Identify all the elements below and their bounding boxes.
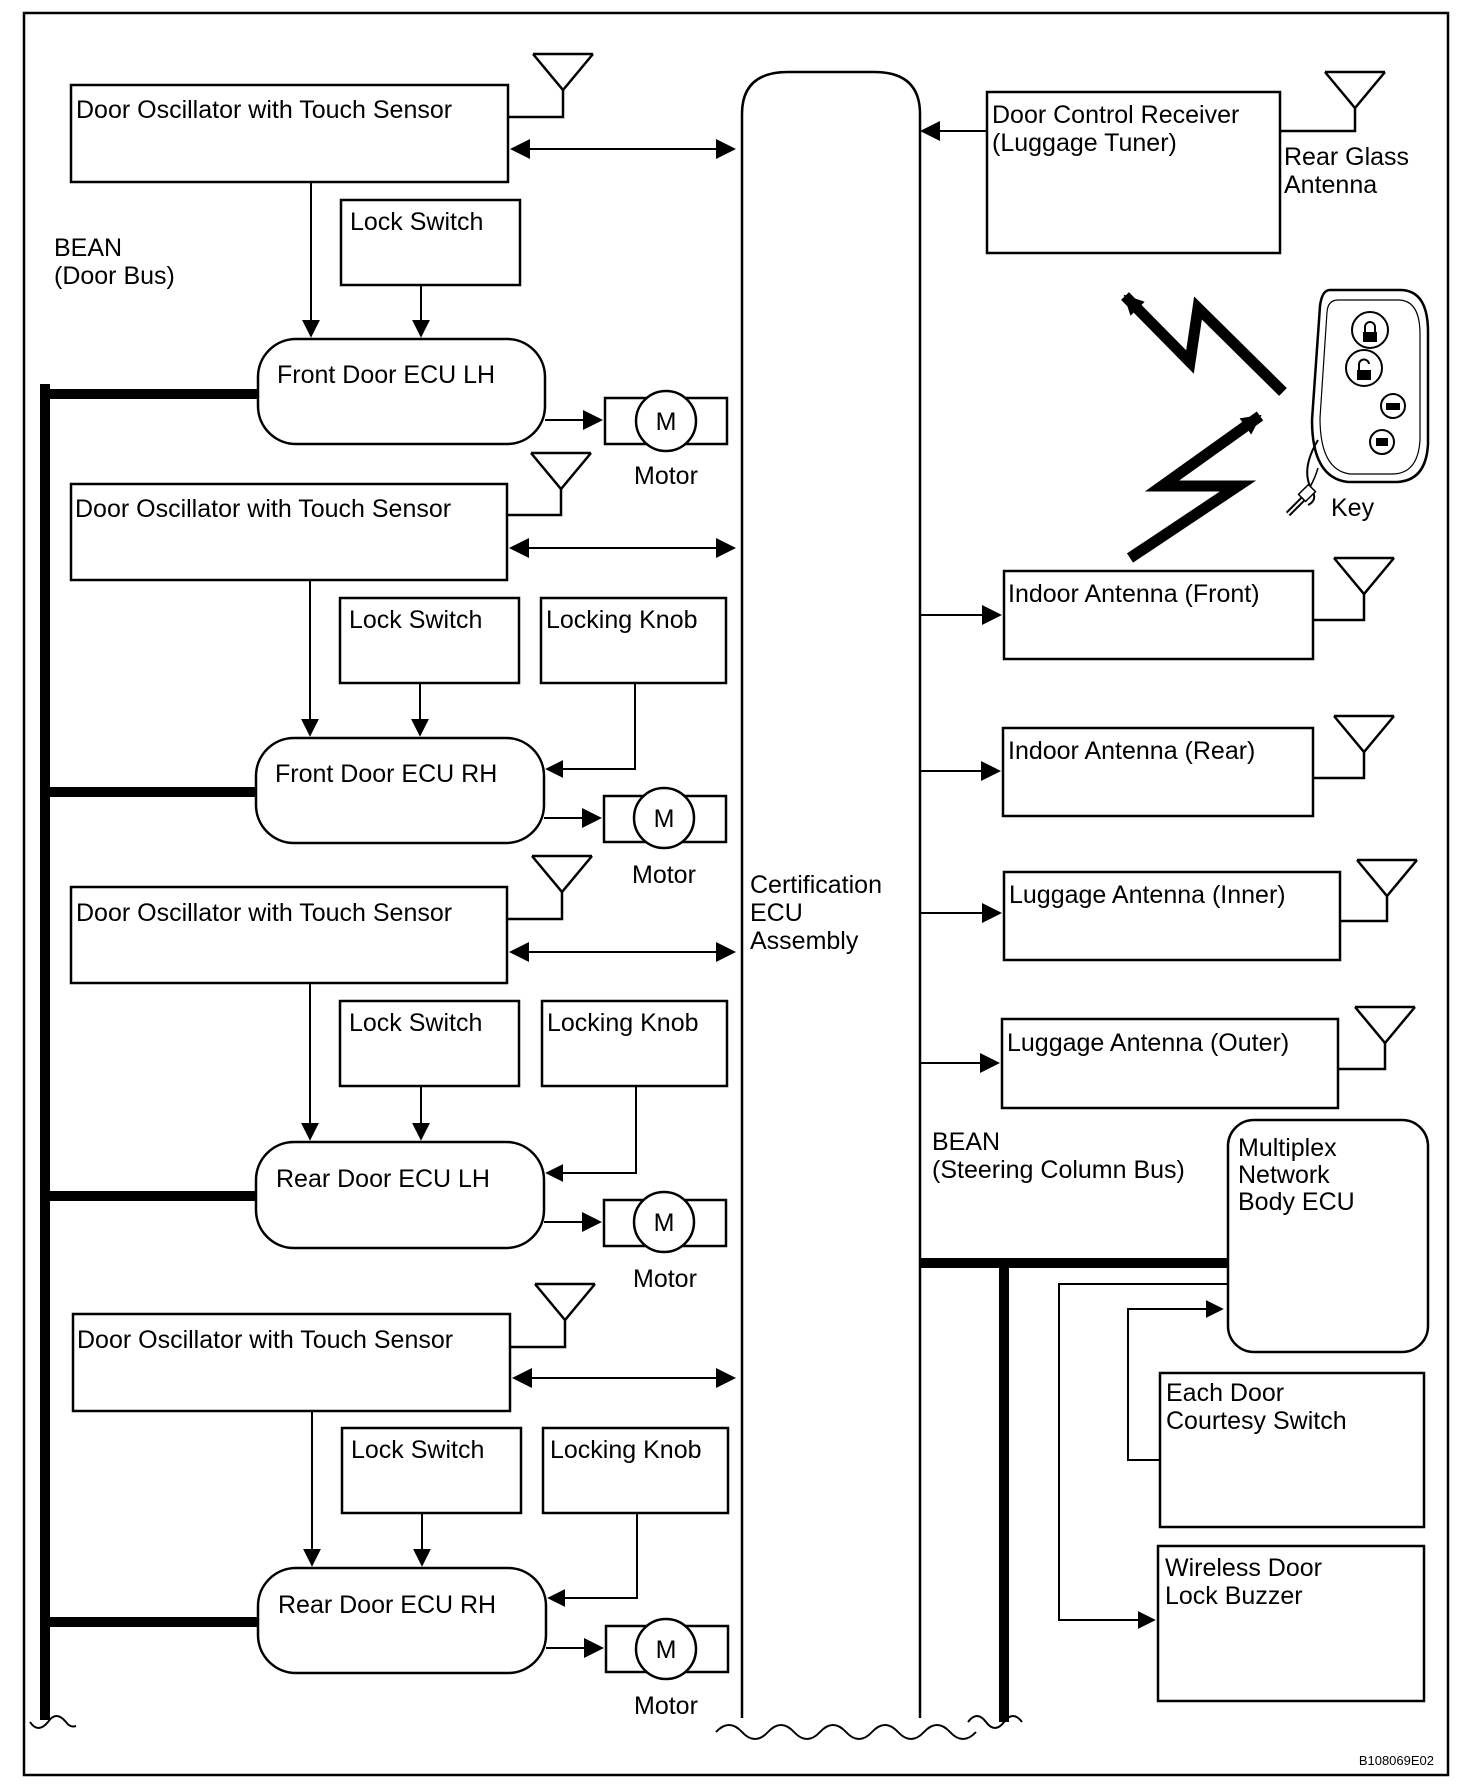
key-label: Key [1331,494,1375,522]
antenna-icon [1338,1005,1416,1071]
antenna-icon [1340,858,1418,923]
bean-steering-bus-label: BEAN (Steering Column Bus) [932,1128,1185,1184]
antenna-icon [507,451,592,517]
luggage-antenna-outer-box [1000,1017,1340,1110]
locking-knob-label: Locking Knob [546,606,698,634]
front-door-ecu-lh-box [256,337,547,446]
lock-switch-box [339,198,522,287]
antenna-icon [1313,556,1395,622]
wireless-door-lock-buzzer-label: Wireless Door Lock Buzzer [1165,1554,1329,1610]
rear-door-lh-group: Door Oscillator with Touch Sensor Lock S… [69,854,736,1293]
indoor-antenna-rear-box [1001,726,1315,818]
multiplex-network-body-ecu-label: Multiplex Network Body ECU [1238,1134,1355,1216]
front-door-ecu-lh-label: Front Door ECU LH [277,361,495,389]
door-oscillator-label: Door Oscillator with Touch Sensor [75,495,451,523]
ecu-to-buzzer-line [1058,1283,1228,1629]
motor-icon: M [603,389,729,453]
rf-signal-to-key [1126,411,1264,563]
each-door-courtesy-switch-label: Each Door Courtesy Switch [1166,1379,1347,1435]
motor-icon: M [602,786,728,850]
antenna-icon [507,854,593,921]
diagram-id: B108069E02 [1359,1753,1434,1768]
locking-knob-label: Locking Knob [547,1009,699,1037]
certification-ecu-body [740,70,922,1718]
locking-knob-box [539,596,728,685]
lock-switch-label: Lock Switch [350,208,483,236]
courtesy-switch-signal [1127,1300,1224,1461]
antenna-icon [508,52,594,119]
locking-knob-box [541,1426,730,1515]
lock-switch-box [338,999,521,1088]
door-control-receiver-label: Door Control Receiver (Luggage Tuner) [992,101,1246,157]
multiplex-network-body-ecu-box [1226,1118,1430,1354]
wireless-door-lock-buzzer-group: Wireless Door Lock Buzzer [1156,1544,1426,1703]
door-oscillator-box [69,885,509,985]
svg-text:M: M [656,408,677,436]
door-control-receiver-box [985,90,1282,255]
rear-door-rh-group: Door Oscillator with Touch Sensor Lock S… [71,1282,736,1720]
motor-caption: Motor [634,1692,698,1720]
rear-door-ecu-lh-box [254,1140,546,1250]
lock-switch-label: Lock Switch [349,1009,482,1037]
rear-glass-antenna-label: Rear Glass Antenna [1284,143,1416,199]
motor-caption: Motor [633,1265,697,1293]
certification-ecu-break [715,1724,977,1740]
door-oscillator-box [71,1312,512,1413]
luggage-antenna-inner-box [1002,870,1342,962]
each-door-courtesy-switch-box [1158,1371,1426,1529]
door-oscillator-label: Door Oscillator with Touch Sensor [77,1326,453,1354]
certification-ecu-label: Certification ECU Assembly [750,871,889,955]
bean-door-bus [29,384,258,1729]
key-fob-icon [1285,288,1430,517]
svg-text:M: M [654,805,675,833]
door-oscillator-label: Door Oscillator with Touch Sensor [76,899,452,927]
luggage-antenna-inner-label: Luggage Antenna (Inner) [1009,881,1286,909]
door-oscillator-box [69,83,510,184]
locking-knob-box [540,999,729,1088]
luggage-antenna-outer-label: Luggage Antenna (Outer) [1007,1029,1289,1057]
locking-knob-label: Locking Knob [550,1436,702,1464]
lock-switch-label: Lock Switch [351,1436,484,1464]
motor-caption: Motor [634,462,698,490]
multiplex-network-body-ecu-group: Multiplex Network Body ECU [1226,1118,1430,1354]
lock-switch-box [340,1426,523,1515]
front-door-ecu-rh-label: Front Door ECU RH [275,760,497,788]
outer-frame [22,11,1450,1777]
lock-switch-label: Lock Switch [349,606,482,634]
svg-text:M: M [654,1209,675,1237]
bean-door-bus-label: BEAN (Door Bus) [54,234,175,290]
indoor-antenna-rear-label: Indoor Antenna (Rear) [1008,737,1255,765]
indoor-antenna-front-group: Indoor Antenna (Front) [920,556,1395,661]
rear-door-ecu-rh-box [256,1566,548,1675]
luggage-antenna-inner-group: Luggage Antenna (Inner) [920,858,1418,962]
door-control-receiver-group: Door Control Receiver (Luggage Tuner) Re… [920,70,1416,255]
front-door-lh-group: Door Oscillator with Touch Sensor Lock S… [69,52,736,490]
signal-arrow [545,1086,637,1182]
wireless-door-lock-buzzer-box [1156,1544,1426,1703]
antenna-icon [510,1282,596,1349]
front-door-rh-group: Door Oscillator with Touch Sensor Lock S… [69,451,736,889]
rear-door-ecu-lh-label: Rear Door ECU LH [276,1165,490,1193]
signal-arrow [545,683,636,778]
front-door-ecu-rh-box [254,736,546,845]
each-door-courtesy-switch-group: Each Door Courtesy Switch [1158,1371,1426,1529]
rear-door-ecu-rh-label: Rear Door ECU RH [278,1591,496,1619]
antenna-icon [1280,70,1386,133]
bean-steering-bus [920,1258,1228,1729]
indoor-antenna-front-label: Indoor Antenna (Front) [1008,580,1260,608]
luggage-antenna-outer-group: Luggage Antenna (Outer) [920,1005,1416,1110]
indoor-antenna-rear-group: Indoor Antenna (Rear) [920,714,1395,818]
signal-arrow [547,1513,638,1607]
door-oscillator-box [69,482,509,582]
motor-icon: M [602,1190,728,1254]
door-oscillator-label: Door Oscillator with Touch Sensor [76,96,452,124]
indoor-antenna-front-box [1002,569,1315,661]
motor-caption: Motor [632,861,696,889]
svg-text:M: M [656,1636,677,1664]
antenna-icon [1313,714,1395,780]
lock-switch-box [338,596,521,685]
rf-signal-to-receiver [1121,292,1287,396]
motor-icon: M [604,1617,730,1681]
